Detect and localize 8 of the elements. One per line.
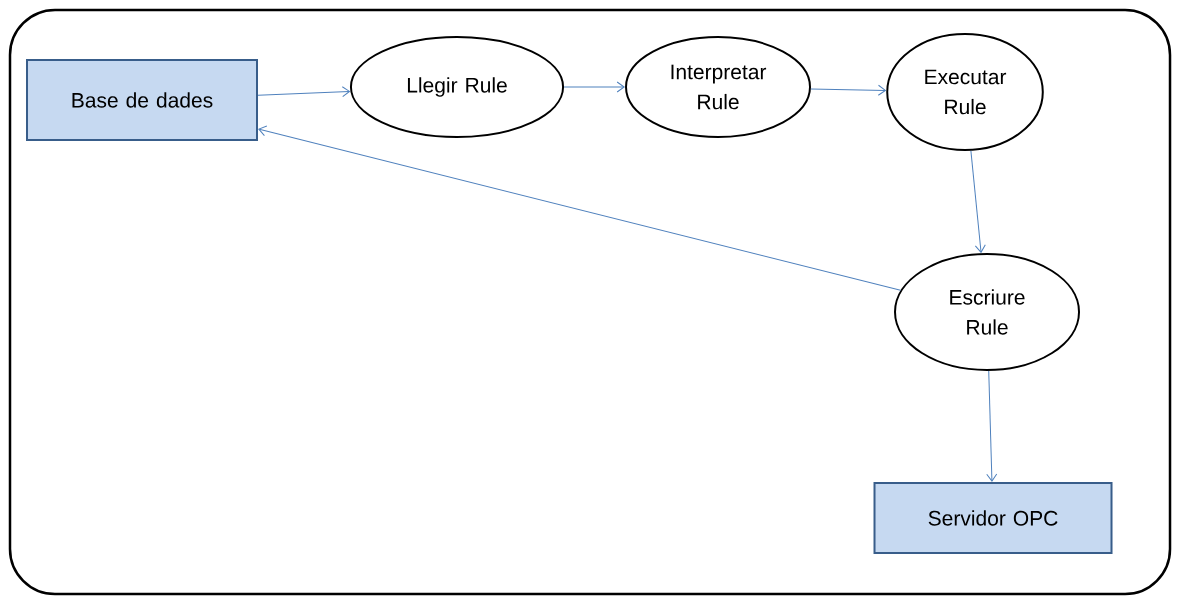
arrow [810,84,886,96]
arrow [563,81,625,93]
process-box: Servidor OPC [873,482,1113,554]
arrow [257,86,350,98]
process-box: Base de dades [26,59,258,141]
arrow [258,125,902,291]
arrow [970,150,986,253]
arrow [986,370,998,482]
